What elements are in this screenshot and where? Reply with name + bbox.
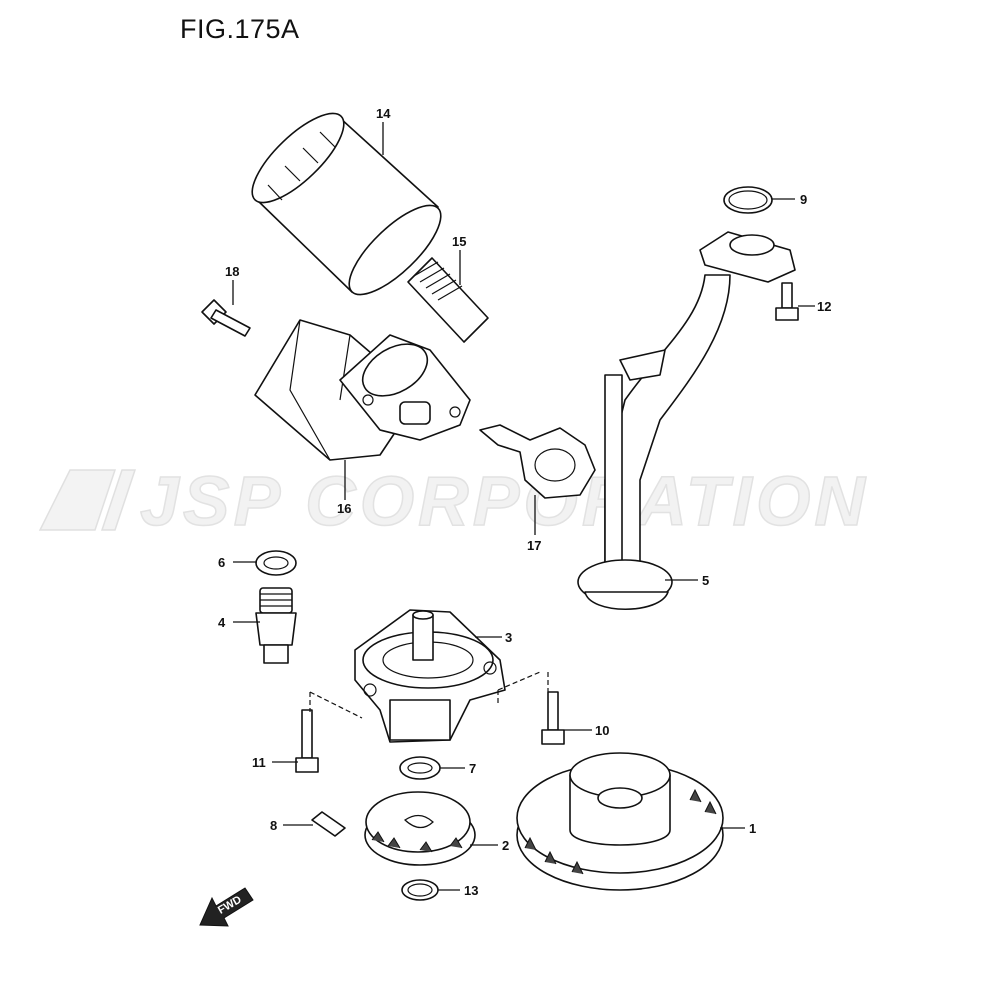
callout-7: 7	[469, 761, 476, 776]
callout-1: 1	[749, 821, 756, 836]
union-part	[255, 587, 297, 664]
callout-2: 2	[502, 838, 509, 853]
figure-title: FIG.175A	[180, 14, 300, 44]
driven-gear-part	[516, 752, 724, 891]
callout-5: 5	[702, 573, 709, 588]
bolt-11-part	[295, 709, 319, 773]
bolt-10-part	[541, 691, 565, 745]
fwd-arrow-icon: FWD	[199, 887, 254, 927]
o-ring-part	[723, 186, 773, 214]
oil-strainer-part	[577, 231, 796, 610]
callout-15: 15	[452, 234, 466, 249]
callout-3: 3	[505, 630, 512, 645]
callout-12: 12	[817, 299, 831, 314]
callout-6: 6	[218, 555, 225, 570]
bolt-12-part	[775, 282, 799, 321]
leader-lines	[232, 122, 815, 891]
watermark: JSP CORPORATION	[38, 461, 869, 541]
callout-10: 10	[595, 723, 609, 738]
callout-8: 8	[270, 818, 277, 833]
callout-16: 16	[337, 501, 351, 516]
callout-4: 4	[218, 615, 226, 630]
callout-13: 13	[464, 883, 478, 898]
oil-pump-assembly-part	[354, 609, 506, 743]
watermark-text: JSP CORPORATION	[140, 462, 869, 540]
circlip-part	[401, 879, 439, 901]
callout-11: 11	[252, 755, 266, 770]
oil-filter-part	[251, 112, 442, 296]
callout-14: 14	[376, 106, 391, 121]
washer-part	[399, 756, 441, 780]
callout-18: 18	[225, 264, 239, 279]
callout-9: 9	[800, 192, 807, 207]
callouts: 14 15 18 16 17 9 12 5 6 4 3 10 11 7 8 2 …	[218, 106, 831, 898]
oil-cooler-part	[254, 319, 471, 461]
callout-17: 17	[527, 538, 541, 553]
drive-gear-part	[364, 791, 476, 866]
gasket-6-part	[255, 550, 297, 576]
gasket-17-part	[479, 424, 596, 499]
bolt-18-part	[201, 299, 251, 337]
union-bolt-part	[407, 257, 489, 343]
pin-part	[311, 811, 346, 837]
